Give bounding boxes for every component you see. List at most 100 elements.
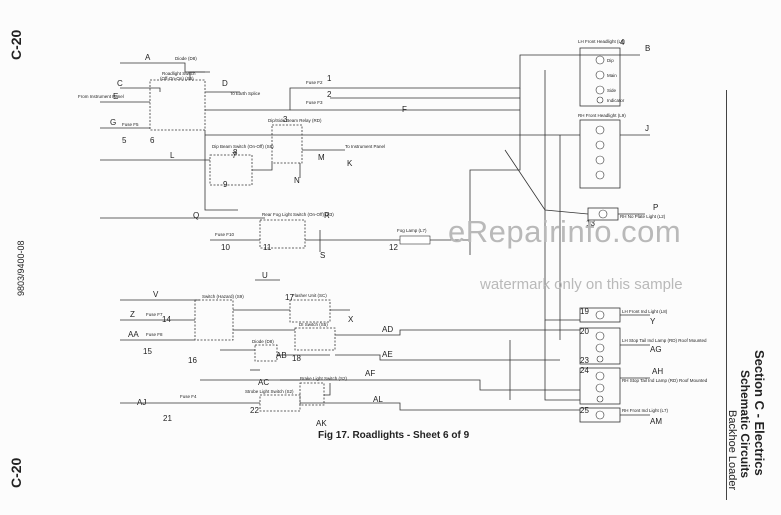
lamp-ind-lh (596, 96, 604, 104)
component-label: Rear Fog Light Switch (On-Off) (S3) (262, 212, 334, 217)
component-label: RH No Plate Light (L2) (620, 214, 666, 219)
wire-C (120, 87, 161, 92)
connector-label: N (294, 176, 300, 185)
lamp-rh-ind (596, 395, 604, 403)
rear-fog-switch-box (259, 219, 306, 249)
connector-label: V (153, 290, 159, 299)
connector-label: AF (365, 369, 375, 378)
hazard-switch-box (194, 299, 234, 341)
circuit-number: 8 (233, 148, 238, 157)
circuit-number: 12 (389, 243, 398, 252)
component-label: Fuse F4 (180, 394, 197, 399)
circuit-number: 24 (580, 366, 589, 375)
lamp-side-lh (595, 85, 605, 95)
lamp-main-lh (595, 70, 605, 80)
rh-stop-tail-box (579, 367, 621, 405)
connector-label: AC (258, 378, 269, 387)
strobe-switch-box (259, 394, 301, 412)
lamp-lh-stop (595, 331, 605, 341)
lh-stop-tail-box (579, 327, 621, 365)
component-label: Diode (D8) (252, 339, 274, 344)
connector-label: AL (373, 395, 383, 404)
connector-label: E (113, 92, 118, 101)
connector-label: L (170, 151, 175, 160)
circuit-number: 23 (580, 356, 589, 365)
circuit-number: 7 (232, 151, 237, 160)
wire-AF (280, 379, 580, 391)
lamp-rh-front-ind (595, 410, 605, 420)
connector-label: J (645, 124, 649, 133)
lamp-lh-ind (596, 355, 604, 363)
component-label: Fuse F10 (215, 232, 235, 237)
wire-AL (300, 402, 580, 411)
connector-label: AK (316, 419, 327, 428)
component-label: To Earth Splice (230, 91, 261, 96)
wire-main-top (205, 54, 580, 111)
circuit-number: 18 (292, 354, 301, 363)
figure-caption: Fig 17. Roadlights - Sheet 6 of 9 (318, 430, 470, 441)
circuit-number: 9 (223, 180, 228, 189)
circuit-number: 16 (188, 356, 197, 365)
circuit-number: 3 (283, 115, 288, 124)
component-label: Fuse F3 (306, 100, 323, 105)
connector-label: B (645, 44, 650, 53)
connector-label: C (117, 79, 123, 88)
component-label: Indicator (607, 98, 625, 103)
lamp-dip-lh (595, 55, 605, 65)
circuit-number: 13 (586, 219, 595, 228)
component-label: LH Front Headlight (L8) (578, 39, 626, 44)
lamp-lh-tail (595, 343, 605, 353)
component-label: Diode (D8) (175, 56, 197, 61)
circuit-number: 22 (250, 406, 259, 415)
lamp-fog (399, 235, 431, 245)
lamp-plate (598, 209, 608, 219)
component-label: Brake Light Switch (S2) (300, 376, 348, 381)
lamp-rh-tail (595, 383, 605, 393)
component-label: Side (607, 88, 617, 93)
connector-label: AG (650, 345, 662, 354)
circuit-number: 10 (221, 243, 230, 252)
connector-label: P (653, 203, 658, 212)
component-label: Roadlight Switch (162, 71, 196, 76)
component-label: LH Stop Tail Ind Lamp (RD) Roof Mounted (622, 338, 707, 343)
connector-label: AB (276, 351, 287, 360)
flasher-unit-box (289, 299, 331, 323)
component-label: Dip Beam Switch (On-Off) (S8) (212, 144, 274, 149)
circuit-number: 6 (150, 136, 155, 145)
component-label: Dip/Side Beam Relay (RD) (268, 118, 322, 123)
circuit-number: 11 (263, 243, 272, 252)
component-label: Fuse F7 (146, 312, 163, 317)
rh-headlight-box (579, 119, 621, 189)
component-label: RH Stop Tail Ind Lamp (RD) Roof Mounted (622, 378, 708, 383)
margin-rule (726, 90, 727, 500)
wire-AE (335, 354, 560, 361)
lamp-main-rh (595, 140, 605, 150)
connector-label: Y (650, 317, 656, 326)
connector-label: Z (130, 310, 135, 319)
watermark-sub: watermark only on this sample (480, 276, 683, 293)
connector-label: F (402, 105, 407, 114)
lamp-rh-stop (595, 371, 605, 381)
wire-AD (335, 329, 580, 336)
connector-label: K (347, 159, 353, 168)
component-label: Main (607, 73, 617, 78)
component-label: RH Front Ind Light (L7) (622, 408, 669, 413)
component-label: To Instrument Panel (345, 144, 385, 149)
connector-label: D (222, 79, 228, 88)
connector-label: U (262, 271, 268, 280)
component-label: Fog Lamp (L7) (397, 228, 427, 233)
connector-label: R (324, 211, 330, 220)
connector-label: AH (652, 367, 663, 376)
lamp-lh-front-ind (595, 310, 605, 320)
lamp-side-rh (595, 155, 605, 165)
circuit-number: 14 (162, 315, 171, 324)
component-label: Fuse F2 (306, 80, 323, 85)
component-label: Flasher Unit (SC) (292, 293, 327, 298)
lh-headlight-box (579, 47, 621, 107)
circuit-number: 19 (580, 307, 589, 316)
component-label: LH Front Ind Light (L8) (622, 309, 668, 314)
circuit-number: 5 (122, 136, 127, 145)
circuit-number: 1 (327, 74, 332, 83)
dip-beam-relay-box (271, 124, 303, 164)
